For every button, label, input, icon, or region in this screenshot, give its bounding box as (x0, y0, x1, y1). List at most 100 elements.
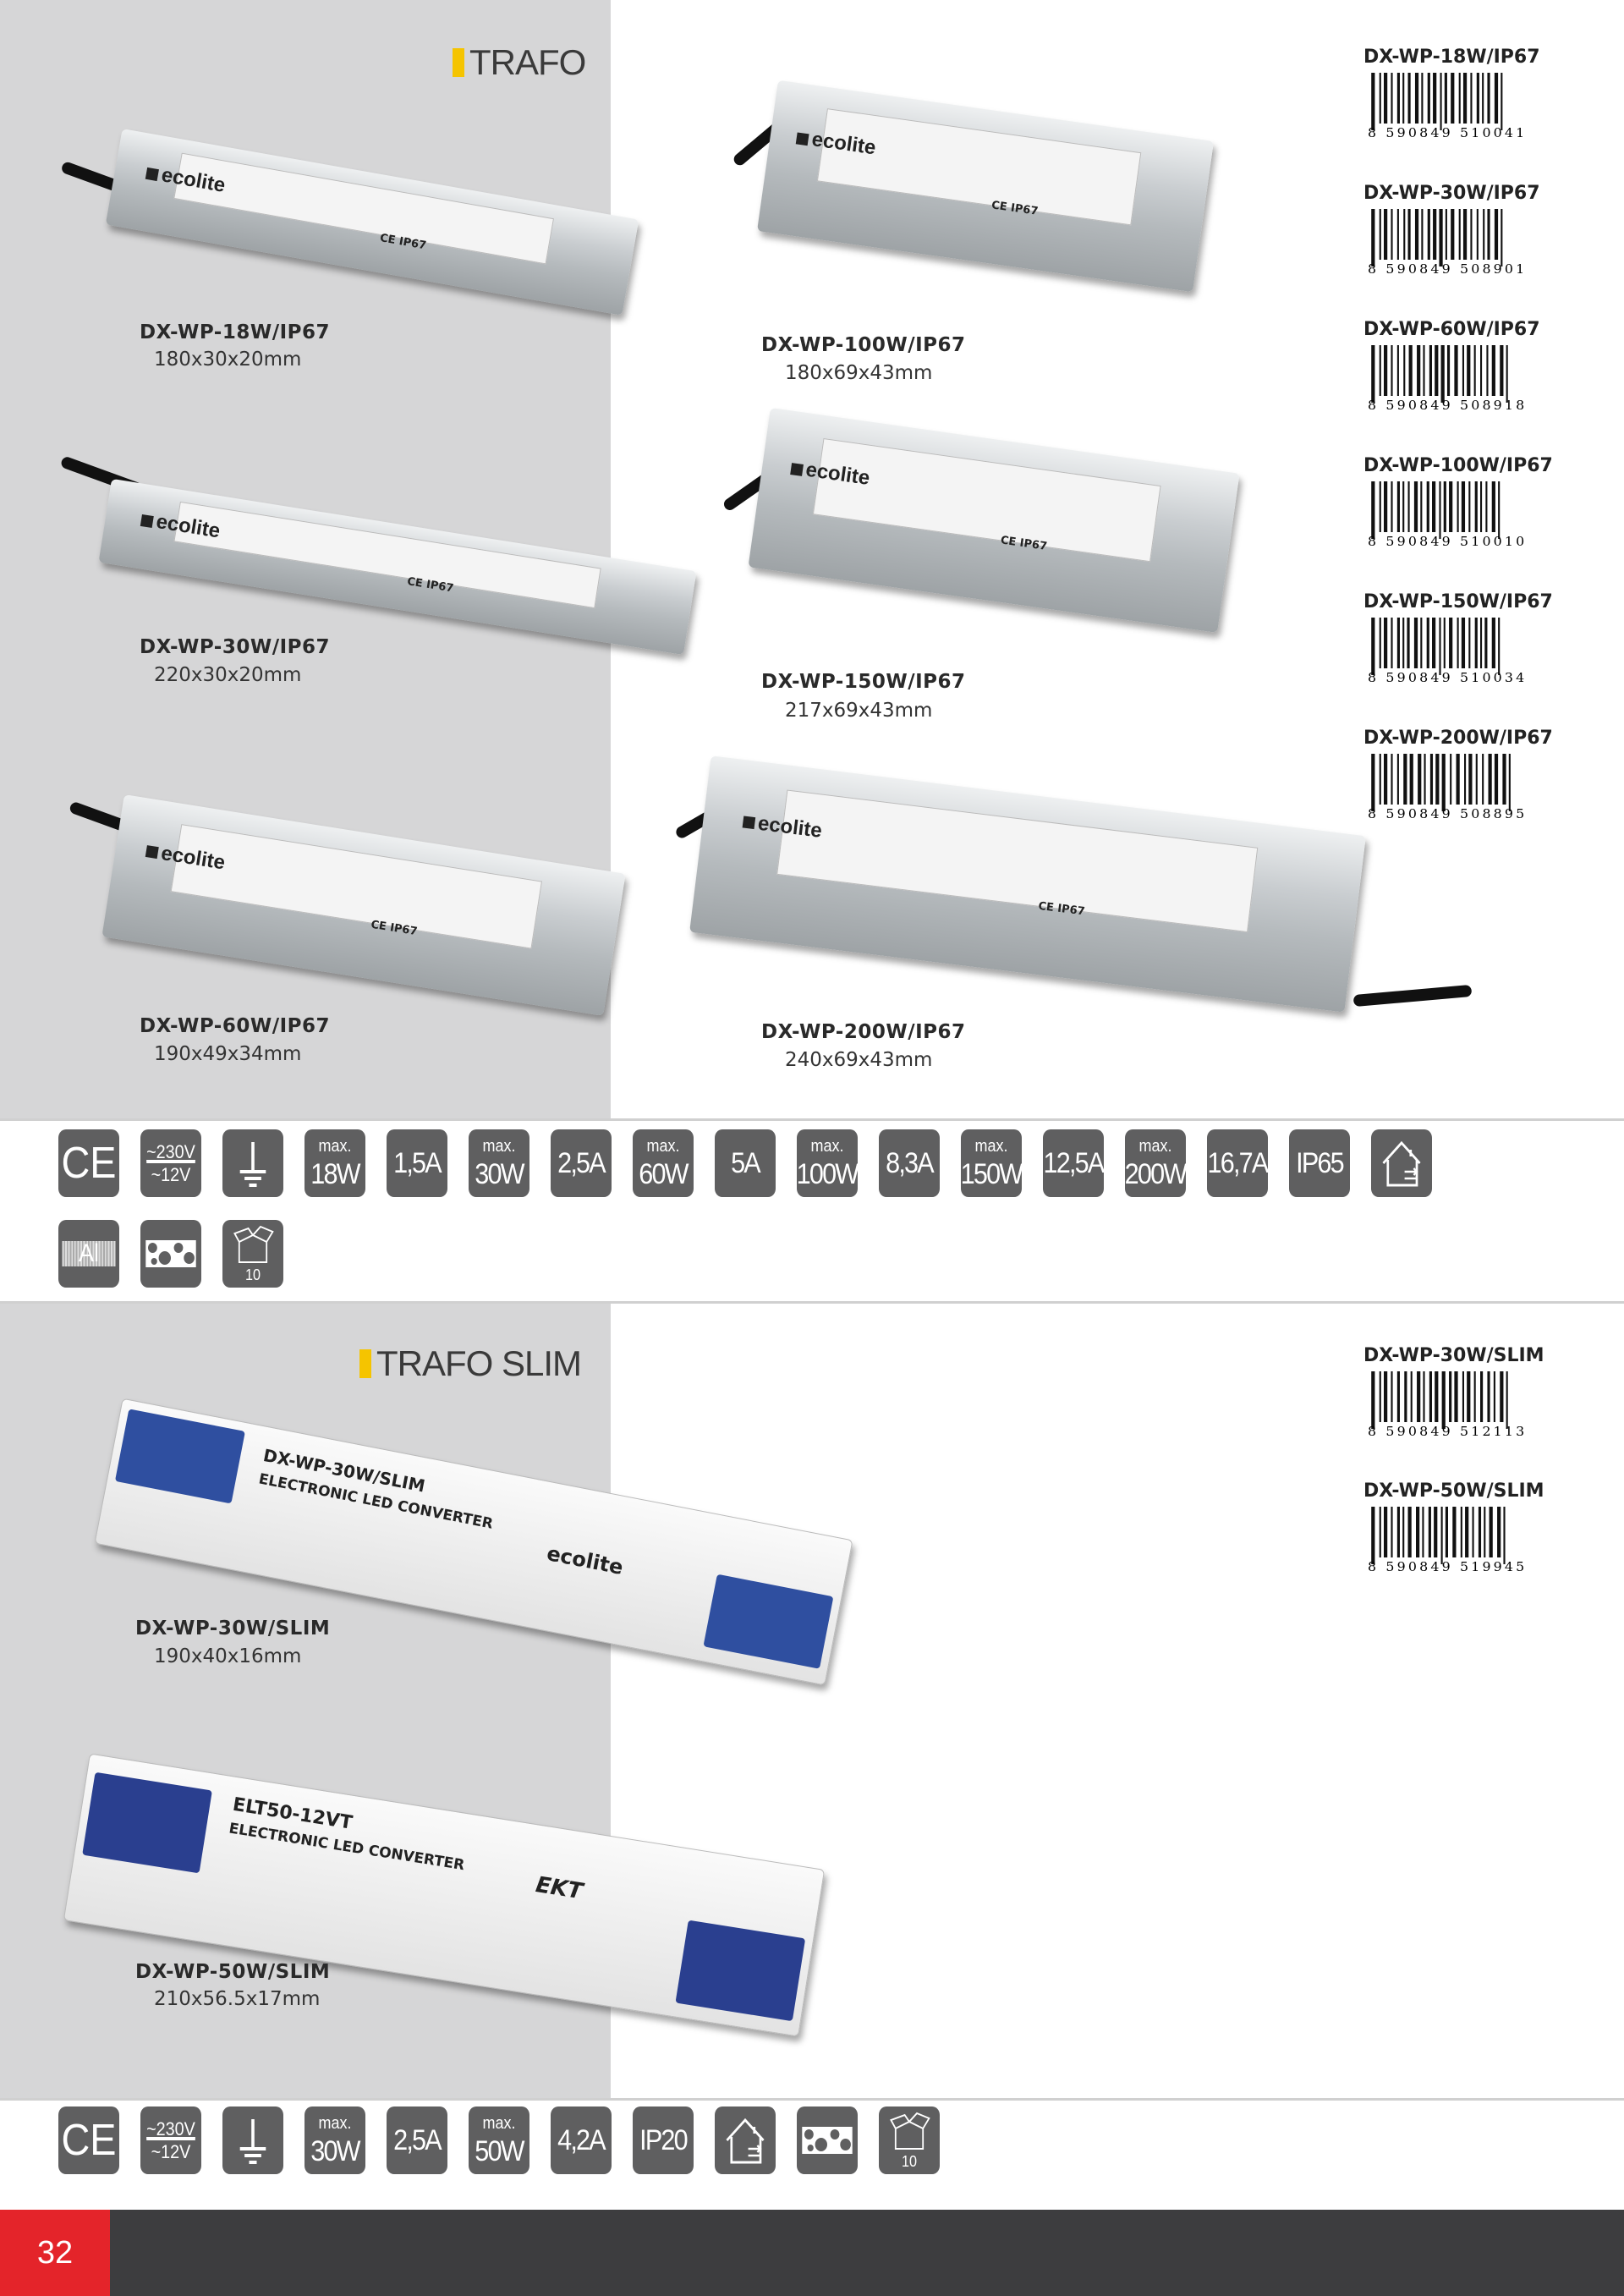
barcode-bar (1371, 754, 1375, 811)
barcode-bar (1451, 209, 1455, 260)
barcode-bar (1413, 481, 1418, 532)
product-name: DX-WP-150W/IP67 (761, 671, 966, 693)
barcode-bar (1432, 618, 1436, 668)
barcode-bar (1410, 1371, 1413, 1422)
barcode-digits: 8 590849 519945 (1368, 1559, 1527, 1574)
barcode-bar (1420, 618, 1423, 668)
barcode-bar (1494, 209, 1499, 260)
title-text: TRAFO SLIM (376, 1343, 582, 1383)
product-dimensions: 240x69x43mm (785, 1049, 933, 1071)
rating-icon: 16,7A (1207, 1129, 1269, 1197)
barcode-bar (1491, 345, 1495, 396)
barcode-bar (1427, 209, 1430, 260)
rating-icon: 12,5A (1043, 1129, 1105, 1197)
barcode-bar (1456, 754, 1460, 805)
barcode-bar (1391, 345, 1393, 396)
barcode-bar (1379, 209, 1381, 260)
barcode-bar (1384, 345, 1388, 396)
barcode-bar (1396, 73, 1400, 124)
section-title-trafo-slim: TRAFO SLIM (359, 1343, 582, 1384)
barcode-bar (1408, 345, 1413, 396)
barcode-bar (1379, 1371, 1381, 1422)
barcode-bar (1403, 209, 1406, 260)
barcode-bar (1384, 754, 1388, 805)
barcode-bar (1487, 73, 1490, 124)
barcode-bar (1468, 481, 1471, 532)
barcode-bar (1445, 1507, 1448, 1557)
barcode-bar (1500, 1371, 1504, 1422)
barcode-bar (1435, 1371, 1439, 1422)
divider (0, 2098, 1624, 2101)
barcode-bar (1429, 1371, 1432, 1422)
barcode-bar (1396, 1507, 1400, 1557)
barcode-bar (1396, 345, 1399, 396)
barcode-label: DX-WP-100W/IP67 (1363, 455, 1553, 476)
barcode-bar (1452, 1507, 1457, 1557)
barcode-bar (1402, 481, 1405, 532)
barcode-bar (1498, 481, 1501, 539)
barcode-bar (1478, 1507, 1482, 1557)
barcode-bar (1480, 481, 1483, 532)
barcode-label: DX-WP-50W/SLIM (1363, 1480, 1544, 1502)
page-number: 32 (0, 2210, 110, 2296)
barcode-image: 8 590849 510041 (1363, 73, 1533, 140)
barcode-bar (1371, 209, 1375, 266)
barcode-bar (1491, 618, 1495, 668)
barcode-bar (1470, 209, 1473, 260)
barcode-bar (1384, 1371, 1388, 1422)
barcode-bar (1371, 481, 1375, 539)
barcode-bar (1486, 345, 1489, 396)
product-name: DX-WP-30W/IP67 (140, 636, 331, 658)
ground-icon (222, 2106, 283, 2174)
barcode-bar (1444, 73, 1447, 124)
foam-packaging-icon (140, 1220, 201, 1288)
barcode-bar (1371, 618, 1375, 675)
max-power-icon: max.200W (1125, 1129, 1188, 1197)
barcode-bar (1418, 754, 1422, 805)
barcode-bar (1457, 481, 1459, 532)
product-dimensions: 180x69x43mm (785, 362, 933, 384)
barcode-bar (1487, 1371, 1490, 1422)
barcode-bar (1407, 209, 1411, 260)
barcode-bar (1470, 73, 1473, 124)
rating-icon: 2,5A (551, 1129, 612, 1197)
barcode-bar (1403, 345, 1406, 396)
barcode-bar (1423, 1371, 1425, 1422)
divider (0, 1118, 1624, 1121)
barcode-bar (1497, 1507, 1501, 1557)
barcode-bar (1462, 1371, 1464, 1422)
barcode-bar (1422, 1507, 1424, 1557)
barcode-bar (1379, 754, 1381, 805)
barcode-bar (1491, 481, 1495, 532)
barcode-bar (1484, 1507, 1486, 1557)
barcode-bar (1460, 1507, 1462, 1557)
barcode-bar (1498, 618, 1501, 675)
barcode-bar (1482, 73, 1484, 124)
barcode-bar (1435, 754, 1440, 805)
barcode-bar (1468, 618, 1471, 668)
max-power-icon: max.100W (797, 1129, 859, 1197)
rating-icon: 8,3A (879, 1129, 940, 1197)
barcode-digits: 8 590849 508895 (1368, 806, 1527, 821)
barcode-label: DX-WP-30W/SLIM (1363, 1345, 1544, 1366)
barcode-bar (1464, 754, 1467, 805)
barcode-bar (1500, 345, 1504, 396)
barcode-bar (1443, 618, 1446, 668)
barcode-bar (1396, 209, 1399, 260)
barcode-bar (1414, 209, 1419, 260)
barcode-bar (1493, 1371, 1495, 1422)
product-dimensions: 190x49x34mm (154, 1043, 302, 1065)
barcode-image: 8 590849 519945 (1363, 1507, 1533, 1574)
barcode-bar (1417, 1371, 1421, 1422)
barcode-bar (1379, 1507, 1381, 1557)
barcode-bar (1440, 1507, 1443, 1564)
title-text: TRAFO (469, 42, 586, 82)
max-power-icon: max.30W (304, 2106, 365, 2174)
barcode-image: 8 590849 508901 (1363, 209, 1533, 277)
barcode-bar (1407, 73, 1411, 124)
barcode-bar (1414, 73, 1419, 124)
barcode-bar (1501, 209, 1503, 266)
divider (0, 1301, 1624, 1304)
